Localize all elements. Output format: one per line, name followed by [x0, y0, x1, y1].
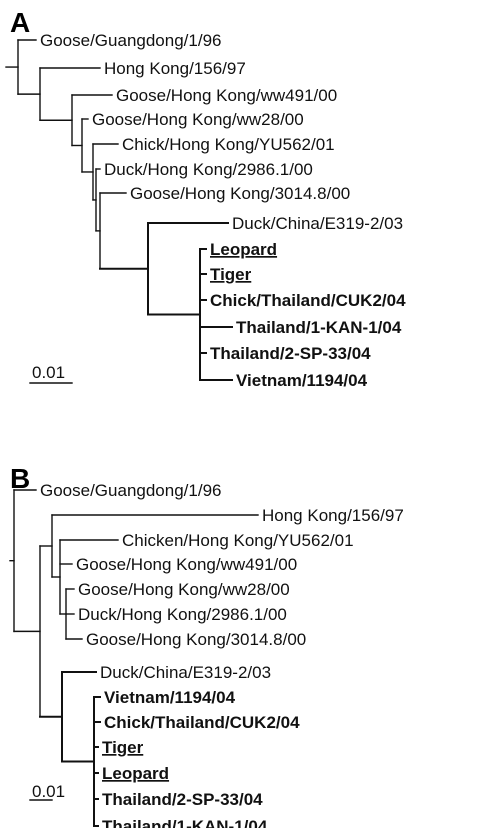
scale-label: 0.01 — [32, 782, 65, 801]
taxon-label: Goose/Hong Kong/3014.8/00 — [130, 184, 350, 203]
taxon-label: Goose/Guangdong/1/96 — [40, 481, 221, 500]
taxon-label: Thailand/2-SP-33/04 — [102, 790, 263, 809]
taxon-label: Thailand/1-KAN-1/04 — [236, 318, 402, 337]
taxon-label: Chicken/Hong Kong/YU562/01 — [122, 531, 354, 550]
taxon-label: Goose/Guangdong/1/96 — [40, 31, 221, 50]
taxon-label: Duck/Hong Kong/2986.1/00 — [104, 160, 313, 179]
scale-label: 0.01 — [32, 363, 65, 382]
taxon-label: Vietnam/1194/04 — [236, 371, 368, 390]
taxon-label: Duck/China/E319-2/03 — [100, 663, 271, 682]
panel-label-b: B — [10, 463, 30, 494]
taxon-label: Goose/Hong Kong/ww491/00 — [116, 86, 337, 105]
taxon-label: Duck/China/E319-2/03 — [232, 214, 403, 233]
taxon-label: Leopard — [210, 240, 277, 259]
taxon-label: Tiger — [210, 265, 252, 284]
taxon-label: Thailand/2-SP-33/04 — [210, 344, 371, 363]
taxon-label: Hong Kong/156/97 — [104, 59, 246, 78]
taxon-label: Chick/Thailand/CUK2/04 — [210, 291, 406, 310]
panel-label-a: A — [10, 7, 30, 38]
taxon-label: Hong Kong/156/97 — [262, 506, 404, 525]
taxon-label: Vietnam/1194/04 — [104, 688, 236, 707]
taxon-label: Chick/Thailand/CUK2/04 — [104, 713, 300, 732]
taxon-label: Tiger — [102, 738, 144, 757]
taxon-label: Chick/Hong Kong/YU562/01 — [122, 135, 335, 154]
taxon-label: Goose/Hong Kong/ww28/00 — [92, 110, 304, 129]
taxon-label: Goose/Hong Kong/ww491/00 — [76, 555, 297, 574]
taxon-label: Leopard — [102, 764, 169, 783]
taxon-label: Goose/Hong Kong/ww28/00 — [78, 580, 290, 599]
taxon-label: Goose/Hong Kong/3014.8/00 — [86, 630, 306, 649]
taxon-label: Thailand/1-KAN-1/04 — [102, 817, 268, 828]
taxon-label: Duck/Hong Kong/2986.1/00 — [78, 605, 287, 624]
